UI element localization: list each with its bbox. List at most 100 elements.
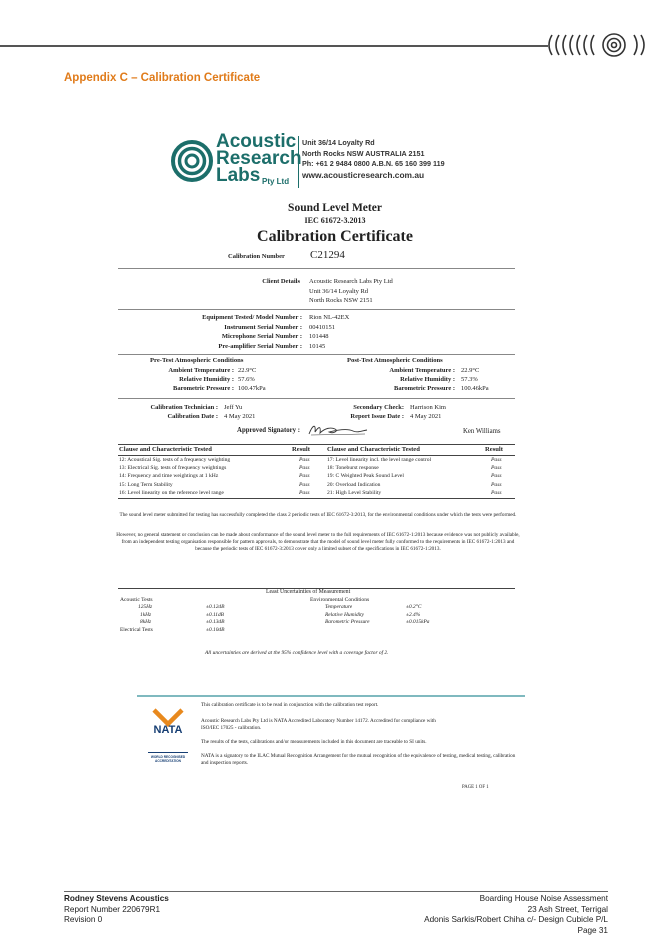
appendix-title: Appendix C – Calibration Certificate (64, 72, 261, 84)
report-issue-date: 4 May 2021 (410, 413, 442, 420)
env-name: Relative Humidity (325, 611, 365, 618)
uncertainty-name: 125Hz (138, 604, 153, 610)
standard-title: IEC 61672-3.2013 (304, 216, 366, 225)
footer-right: Boarding House Noise Assessment 23 Ash S… (424, 894, 608, 936)
report-issue-date-label: Report Issue Date : (350, 413, 404, 420)
logo-divider (298, 136, 299, 188)
table-header-clause: Clause and Characteristic Tested (119, 446, 212, 453)
clause-cell: 18: Toneburst response (327, 465, 379, 472)
atmos-value: 100.47kPa (238, 385, 266, 392)
technician-name: Jeff Yu (224, 404, 243, 411)
calibration-date-label: Calibration Date : (167, 413, 218, 420)
clause-cell: 19: C Weighted Peak Sound Level (327, 473, 404, 480)
footer-doc-title: Boarding House Noise Assessment (479, 894, 608, 903)
post-test-labels: Ambient Temperature : Relative Humidity … (325, 366, 455, 393)
divider (118, 354, 515, 355)
equipment-value: 10145 (309, 342, 326, 350)
env-value: ±0.015kPa (406, 619, 430, 626)
result-cell: Pass (491, 465, 502, 472)
table-row: 18: Toneburst response Pass (327, 464, 517, 472)
footer-report-number: Report Number 220679R1 (64, 904, 161, 914)
divider (118, 309, 515, 310)
company-address: Unit 36/14 Loyalty Rd North Rocks NSW AU… (302, 138, 445, 180)
table-header-clause: Clause and Characteristic Tested (327, 446, 420, 453)
footer-rule (64, 891, 608, 892)
equipment-value: 00410151 (309, 323, 335, 331)
check-labels: Secondary Check: Report Issue Date : (300, 403, 404, 421)
clause-cell: 16: Level linearity on the reference lev… (119, 489, 224, 496)
post-test-values: 22.9°C 57.3% 100.46kPa (461, 366, 489, 393)
nata-top-rule (137, 695, 525, 697)
signatory-name: Ken Williams (463, 428, 501, 435)
uncertainty-value: ±0.10dB (206, 626, 225, 633)
address-line: Unit 36/14 Loyalty Rd (302, 138, 375, 147)
header-rule (0, 45, 548, 47)
footer-company: Rodney Stevens Acoustics (64, 894, 169, 903)
acoustic-waves-icon (171, 140, 213, 182)
atmos-label: Ambient Temperature : (168, 367, 234, 374)
result-cell: Pass (299, 465, 310, 472)
atmos-label: Barometric Pressure : (393, 385, 455, 392)
atmos-label: Relative Humidity : (179, 376, 234, 383)
env-name: Temperature (325, 604, 353, 610)
results-right: 17: Level linearity incl. the level rang… (327, 456, 517, 497)
uncertainty-rows: 125Hz ±0.12dB Temperature ±0.2°C 1kHz ±0… (120, 604, 480, 634)
uncertainty-title: Least Uncertainties of Measurement (266, 589, 351, 595)
rsa-swirl-logo-icon (548, 33, 645, 57)
client-line: Acoustic Research Labs Pty Ltd (309, 278, 393, 285)
statement-pass: The sound level meter submitted for test… (119, 512, 517, 518)
logo-word-labs: Labs (216, 165, 261, 186)
result-cell: Pass (491, 457, 502, 463)
uncertainty-row: 8kHz ±0.13dB Barometric Pressure ±0.015k… (120, 619, 480, 627)
equipment-labels: Equipment Tested/ Model Number : Instrum… (140, 313, 302, 351)
nata-logo-rule (148, 752, 188, 753)
atmos-value: 22.9°C (238, 367, 257, 374)
table-row: 16: Level linearity on the reference lev… (119, 489, 329, 497)
atmos-label: Barometric Pressure : (172, 385, 234, 392)
table-header-result: Result (292, 446, 310, 453)
clause-cell: 13: Electrical Sig. tests of frequency w… (119, 465, 227, 472)
uncertainty-value: ±0.13dB (206, 619, 225, 626)
nata-line: NATA is a signatory to the ILAC Mutual R… (201, 753, 516, 766)
secondary-check-label: Secondary Check: (353, 404, 404, 411)
env-value: ±2.4% (406, 611, 421, 618)
table-header-result: Result (485, 446, 503, 453)
clause-cell: 17: Level linearity incl. the level rang… (327, 457, 432, 463)
client-details-label: Client Details (262, 278, 300, 285)
result-cell: Pass (299, 473, 310, 480)
divider (118, 268, 515, 269)
secondary-check-name: Harrison Kim (410, 404, 446, 411)
footer-client: Adonis Sarkis/Robert Chiha c/- Design Cu… (424, 915, 608, 924)
footer-left: Rodney Stevens Acoustics Report Number 2… (64, 894, 169, 926)
post-test-title: Post-Test Atmospheric Conditions (347, 357, 443, 364)
technician-values: Jeff Yu 4 May 2021 (224, 403, 255, 421)
pre-test-labels: Ambient Temperature : Relative Humidity … (104, 366, 234, 393)
env-value: ±0.2°C (406, 604, 422, 610)
pre-test-title: Pre-Test Atmospheric Conditions (150, 357, 244, 364)
clause-cell: 12: Acoustical Sig. tests of a frequency… (119, 457, 231, 463)
equipment-value: Rion NL-42EX (309, 314, 350, 321)
check-values: Harrison Kim 4 May 2021 (410, 403, 446, 421)
uncertainty-row: 1kHz ±0.11dB Relative Humidity ±2.4% (120, 612, 480, 620)
table-row: 14: Frequency and time weightings at 1 k… (119, 472, 329, 480)
nata-page-of: PAGE 1 OF 1 (462, 785, 489, 790)
company-website: www.acousticresearch.com.au (302, 169, 425, 180)
results-left: 12: Acoustical Sig. tests of a frequency… (119, 456, 329, 497)
atmos-value: 100.46kPa (461, 385, 489, 392)
footer-address: 23 Ash Street, Terrigal (527, 904, 608, 914)
result-cell: Pass (299, 457, 310, 463)
atmos-label: Ambient Temperature : (389, 367, 455, 374)
equipment-value: 101448 (309, 333, 329, 340)
nata-logo: NATA WORLD RECOGNISED ACCREDITATION (148, 708, 188, 772)
calibration-number: C21294 (310, 249, 345, 261)
clause-cell: 14: Frequency and time weightings at 1 k… (119, 473, 219, 480)
client-line: Unit 36/14 Loyalty Rd (309, 287, 369, 295)
technician-label: Calibration Technician : (150, 404, 218, 411)
calibration-number-label: Calibration Number (228, 253, 285, 260)
equipment-label: Instrument Serial Number : (224, 323, 302, 331)
env-name: Barometric Pressure (325, 619, 370, 626)
equipment-values: Rion NL-42EX 00410151 101448 10145 (309, 313, 349, 351)
table-row: 12: Acoustical Sig. tests of a frequency… (119, 456, 329, 464)
